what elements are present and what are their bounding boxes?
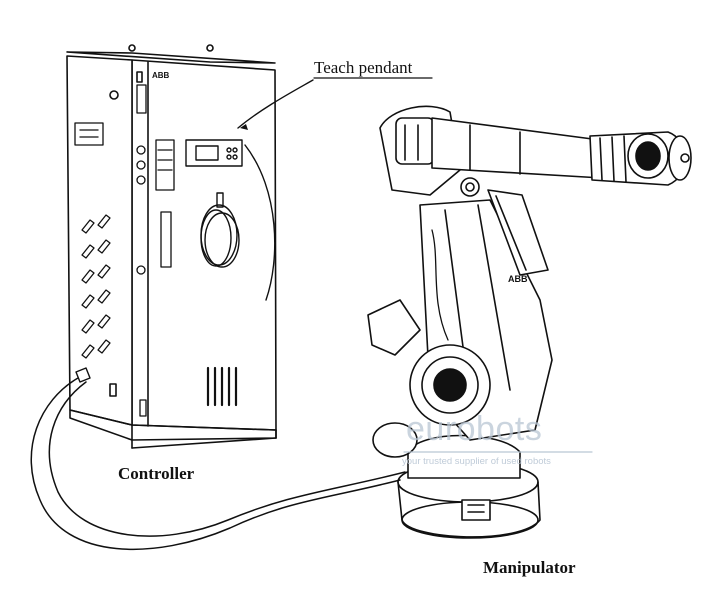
watermark-logo-text: eurobots <box>406 410 543 448</box>
cabinet-vent-slots <box>74 122 111 359</box>
teach-pendant-label: Teach pendant <box>314 58 413 77</box>
manipulator-base <box>397 461 541 539</box>
teach-pendant-leader-line <box>237 79 314 129</box>
controller-cabinet <box>66 44 277 449</box>
cabinet-bottom-grille <box>206 366 238 407</box>
manipulator-upper-arm <box>379 105 692 197</box>
watermark-tagline: your trusted supplier of used robots <box>402 456 551 467</box>
controller-manipulator-cable <box>30 377 401 551</box>
manipulator-waist <box>372 422 521 479</box>
controller-label: Controller <box>118 464 195 483</box>
pendant-holder <box>185 139 243 268</box>
pendant-cable <box>244 144 276 301</box>
arm-brand-logo: ABB <box>508 274 528 284</box>
cabinet-brand-logo: ABB <box>152 71 170 80</box>
cabinet-control-panel <box>136 84 175 417</box>
manipulator-arm <box>367 105 692 539</box>
manipulator-label: Manipulator <box>483 558 576 577</box>
manipulator-lower-arm <box>367 189 553 441</box>
